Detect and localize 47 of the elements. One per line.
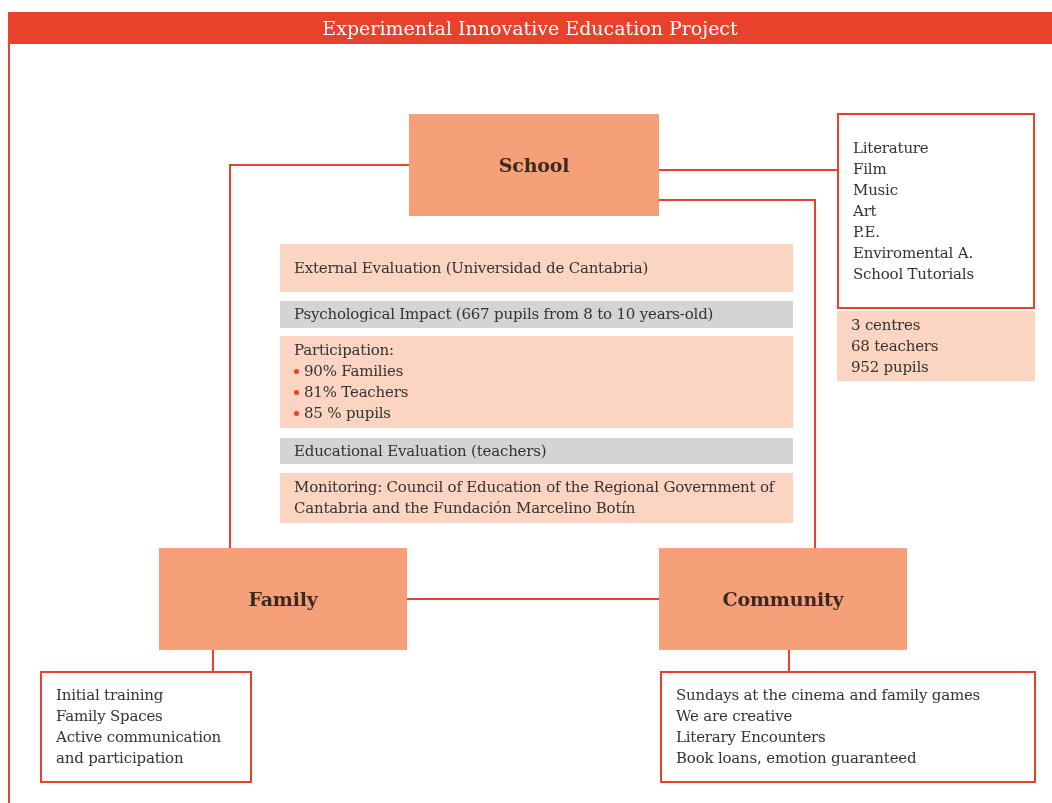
- node-text: Literary Encounters: [676, 727, 827, 748]
- node-text: Participation:: [294, 340, 395, 361]
- node-title: School: [498, 154, 570, 176]
- node-text: Sundays at the cinema and family games: [676, 685, 982, 706]
- participation-box: [280, 336, 793, 428]
- evaluation-box: [280, 438, 793, 464]
- node-text: Art: [853, 200, 878, 222]
- bullet-item: 81% Teachers: [304, 383, 409, 401]
- node-text: External Evaluation (Universidad de Cantabria): [294, 257, 650, 279]
- activity-list-box: [40, 671, 252, 783]
- node-text: Literature: [853, 137, 930, 159]
- node-text: 68 teachers: [851, 335, 940, 357]
- node-text: School Tutorials: [853, 263, 975, 285]
- node-text: Book loans, emotion guaranteed: [676, 748, 918, 769]
- node-text: Family Spaces: [56, 706, 164, 727]
- community-box: [659, 548, 907, 650]
- node-text: P.E.: [853, 221, 881, 243]
- connector-line: [212, 649, 214, 672]
- node-text: Enviromental A.: [853, 242, 974, 264]
- evaluation-box: [280, 244, 793, 292]
- connector-line: [658, 199, 816, 549]
- node-title: Family: [248, 588, 318, 610]
- node-text: Active communication and participation: [56, 727, 223, 769]
- title-banner: Experimental Innovative Education Project: [8, 12, 1052, 44]
- activity-list-box: [660, 671, 1036, 783]
- bullet-item: 90% Families: [304, 362, 404, 380]
- stats-box: [837, 311, 1035, 381]
- node-text: We are creative: [676, 706, 794, 727]
- monitoring-box: [280, 473, 793, 523]
- node-text: Initial training: [56, 685, 165, 706]
- node-text: Monitoring: Council of Education of the Regional Government of Cantabria and the Fundación Marcelino Botín: [294, 477, 777, 519]
- node-text: Educational Evaluation (teachers): [294, 440, 548, 462]
- connector-line: [788, 649, 790, 672]
- connector-line: [658, 169, 838, 171]
- bullet-item: 85 % pupils: [304, 404, 391, 422]
- node-text: Film: [853, 158, 888, 180]
- node-title: Community: [722, 588, 844, 610]
- connector-line: [406, 598, 660, 600]
- evaluation-box: [280, 301, 793, 328]
- school-box: [409, 114, 659, 216]
- family-box: [159, 548, 407, 650]
- activity-list-box: [837, 113, 1035, 309]
- connector-line: [229, 164, 410, 549]
- node-text: 3 centres: [851, 314, 922, 336]
- node-text: Psychological Impact (667 pupils from 8 to 10 years-old): [294, 304, 715, 325]
- node-text: Music: [853, 179, 899, 201]
- node-text: 952 pupils: [851, 356, 930, 378]
